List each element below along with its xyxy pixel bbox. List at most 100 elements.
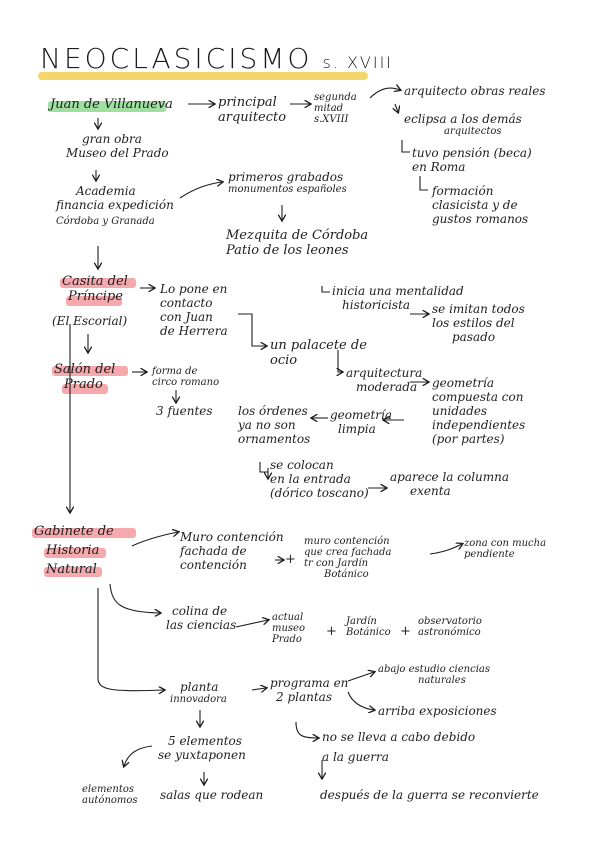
node-muro-fachada: muro contención que crea fachada tr con … bbox=[304, 536, 391, 580]
node-grabados: primeros grabados monumentos españoles bbox=[228, 170, 347, 195]
node-arq-moderada-line-1: arquitectura bbox=[346, 366, 423, 380]
node-grabados-line-1: primeros grabados bbox=[228, 170, 344, 184]
node-imitan-line-2: los estilos del bbox=[432, 316, 515, 330]
node-palacete-line-1: un palacete de bbox=[270, 338, 367, 353]
node-formacion-line-1: formación bbox=[432, 184, 494, 198]
node-cinco-elementos: 5 elementos se yuxtaponen bbox=[158, 734, 246, 762]
title-highlight bbox=[38, 72, 368, 80]
node-colina: colina de las ciencias bbox=[166, 604, 236, 632]
node-principal-line-2: arquitecto bbox=[218, 110, 287, 125]
node-programa-line-1: programa en bbox=[270, 676, 349, 690]
node-imitan: se imitan todos los estilos del pasado bbox=[432, 302, 525, 344]
node-inicia-line-2: historicista bbox=[342, 298, 411, 312]
node-ordenes-line-1: los órdenes bbox=[238, 404, 308, 418]
node-eclipsa: eclipsa a los demás arquitectos bbox=[404, 112, 522, 137]
node-palacete-line-2: ocio bbox=[270, 353, 298, 368]
node-muro2-line-2: que crea fachada bbox=[304, 547, 392, 558]
node-geo-comp-line-3: unidades bbox=[432, 404, 488, 418]
node-academia: Academia financia expedición Córdoba y G… bbox=[56, 184, 174, 227]
plus-2: + bbox=[326, 624, 337, 639]
node-principal-line-1: principal bbox=[218, 95, 277, 110]
node-ordenes-line-2: ya no son bbox=[238, 418, 296, 432]
node-geo-comp-line-5: (por partes) bbox=[432, 432, 505, 446]
node-muro1-line-2: fachada de bbox=[180, 544, 247, 558]
highlight-salon-1 bbox=[52, 366, 128, 376]
node-segunda-line-3: s.XVIII bbox=[314, 114, 349, 125]
node-geo-limpia-line-2: limpia bbox=[338, 422, 376, 436]
node-ordenes: los órdenes ya no son ornamentos bbox=[238, 404, 310, 446]
node-contacto: Lo pone en contacto con Juan de Herrera bbox=[160, 282, 228, 338]
node-abajo-line-2: naturales bbox=[418, 675, 466, 686]
node-se-colocan-line-1: se colocan bbox=[270, 458, 334, 472]
node-mezquita-line-1: Mezquita de Córdoba bbox=[226, 228, 369, 243]
node-casita-line-1: Casita del bbox=[62, 274, 128, 289]
node-eclipsa-line-1: eclipsa a los demás bbox=[404, 112, 522, 126]
node-imitan-line-1: se imitan todos bbox=[432, 302, 525, 316]
node-muro-contencion: Muro contención fachada de contención bbox=[180, 530, 284, 572]
node-grabados-line-2: monumentos españoles bbox=[228, 184, 347, 195]
node-observatorio-line-1: observatorio bbox=[418, 616, 482, 627]
node-segunda-line-1: segunda bbox=[314, 92, 357, 103]
node-gran-obra-line-1: gran obra bbox=[82, 132, 142, 146]
node-mezquita: Mezquita de Córdoba Patio de los leones bbox=[226, 228, 368, 258]
node-contacto-line-1: Lo pone en bbox=[160, 282, 228, 296]
node-observatorio-line-2: astronómico bbox=[418, 627, 481, 638]
node-forma-circo: forma de circo romano bbox=[152, 366, 219, 388]
node-cinco-line-2: se yuxtaponen bbox=[158, 748, 246, 762]
node-arriba: arriba exposiciones bbox=[378, 704, 497, 718]
node-geo-comp-line-1: geometría bbox=[432, 376, 495, 390]
node-ordenes-line-3: ornamentos bbox=[238, 432, 311, 446]
highlight-gabinete-3 bbox=[44, 567, 102, 577]
highlight-gabinete-1 bbox=[32, 528, 136, 538]
node-abajo-line-1: abajo estudio ciencias bbox=[378, 664, 490, 675]
node-museo-line-3: Prado bbox=[272, 634, 302, 645]
node-museo-line-1: actual bbox=[272, 612, 304, 623]
node-inicia: inicia una mentalidad historicista bbox=[332, 284, 464, 312]
node-forma-circo-line-2: circo romano bbox=[152, 377, 220, 388]
node-no-lleva-line-1: no se lleva a cabo debido bbox=[322, 730, 476, 744]
node-despues: después de la guerra se reconvierte bbox=[320, 788, 539, 802]
node-zona-line-2: pendiente bbox=[464, 549, 515, 560]
node-academia-line-3: Córdoba y Granada bbox=[56, 216, 155, 227]
node-salon: Salón del Prado bbox=[54, 362, 115, 392]
node-cinco-line-1: 5 elementos bbox=[168, 734, 242, 748]
node-contacto-line-2: contacto bbox=[160, 296, 213, 310]
node-arq-moderada: arquitectura moderada bbox=[346, 366, 422, 394]
node-no-lleva-line-2: a la guerra bbox=[322, 750, 389, 764]
node-zona-line-1: zona con mucha bbox=[464, 538, 547, 549]
name-highlight bbox=[48, 101, 166, 112]
highlight-casita-2 bbox=[66, 296, 122, 306]
node-forma-circo-line-1: forma de bbox=[152, 366, 198, 377]
node-gran-obra: gran obra Museo del Prado bbox=[66, 132, 169, 160]
node-contacto-line-3: con Juan bbox=[160, 310, 213, 324]
node-villanueva: Juan de Villanueva bbox=[50, 97, 173, 112]
node-casita-line-2: Príncipe bbox=[68, 289, 123, 304]
node-salon-line-2: Prado bbox=[64, 377, 103, 392]
node-colina-line-1: colina de bbox=[172, 604, 228, 618]
node-museo-actual: actual museo Prado bbox=[272, 612, 305, 645]
node-colina-line-2: las ciencias bbox=[166, 618, 237, 632]
node-muro1-line-1: Muro contención bbox=[180, 530, 284, 544]
node-geo-comp-line-4: independientes bbox=[432, 418, 526, 432]
node-salas: salas que rodean bbox=[160, 788, 264, 802]
node-planta: planta innovadora bbox=[170, 680, 227, 705]
node-gran-obra-line-2: Museo del Prado bbox=[66, 146, 169, 160]
node-gabinete: Gabinete de Historia Natural bbox=[34, 524, 114, 577]
node-zona-pendiente: zona con mucha pendiente bbox=[464, 538, 546, 560]
node-museo-line-2: museo bbox=[272, 623, 305, 634]
node-se-colocan-line-2: en la entrada bbox=[270, 472, 351, 486]
node-muro2-line-3: tr con Jardín bbox=[304, 558, 369, 569]
node-geometria-limpia: geometría limpia bbox=[330, 408, 392, 436]
node-planta-line-2: innovadora bbox=[170, 694, 227, 705]
highlight-gabinete-2 bbox=[44, 548, 106, 558]
node-segunda-mitad: segunda mitad s.XVIII bbox=[314, 92, 357, 125]
node-observatorio: observatorio astronómico bbox=[418, 616, 482, 638]
node-gabinete-line-2: Historia bbox=[46, 543, 100, 558]
node-principal: principal arquitecto bbox=[218, 95, 286, 125]
node-inicia-line-1: inicia una mentalidad bbox=[332, 284, 464, 298]
node-muro1-line-3: contención bbox=[180, 558, 247, 572]
node-formacion: formación clasicista y de gustos romanos bbox=[432, 184, 528, 226]
node-muro2-line-1: muro contención bbox=[304, 536, 390, 547]
